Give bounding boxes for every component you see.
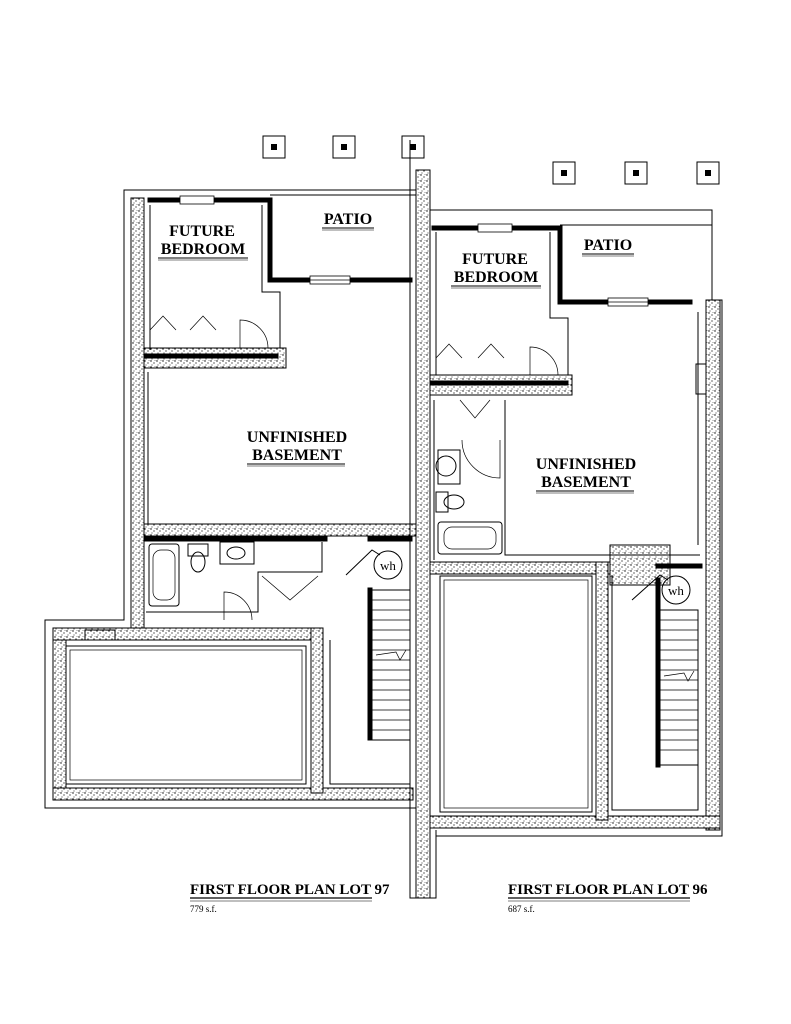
window — [179, 195, 215, 205]
basement-label-line1: UNFINISHED — [247, 429, 347, 446]
basement-label-line2: BASEMENT — [252, 447, 342, 464]
toilet-tank — [187, 543, 209, 557]
plan-titles: FIRST FLOOR PLAN LOT 97 779 s.f. FIRST F… — [190, 882, 708, 914]
water-heater-label: wh — [668, 583, 684, 598]
toilet-tank — [435, 491, 449, 513]
foundation-wall — [429, 561, 611, 575]
bathtub — [148, 543, 180, 607]
sink — [435, 455, 457, 477]
bedroom-label-line2: BEDROOM — [161, 241, 245, 258]
lot-97-area: 779 s.f. — [190, 904, 217, 914]
post-marker — [262, 135, 286, 159]
bedroom-label-line2: BEDROOM — [454, 269, 538, 286]
water-heater-label: wh — [380, 558, 396, 573]
post-marker — [552, 161, 576, 185]
foundation-wall — [705, 299, 721, 831]
foundation-wall — [52, 627, 67, 801]
water-heater — [661, 575, 691, 605]
lot-96-plan: PATIO FUTURE BEDROOM UNFINISHED BASEMENT… — [429, 209, 723, 837]
patio-label: PATIO — [584, 237, 632, 254]
window-well — [84, 629, 116, 641]
basement-label-line1: UNFINISHED — [536, 456, 636, 473]
post-marker — [696, 161, 720, 185]
lot-96-area: 687 s.f. — [508, 904, 535, 914]
post-marker — [624, 161, 648, 185]
column-posts — [262, 135, 720, 185]
foundation-wall — [130, 197, 145, 629]
toilet-bowl — [190, 551, 206, 573]
sink — [226, 546, 246, 560]
stairs — [371, 589, 411, 741]
vanity — [219, 541, 255, 565]
foundation-wall — [52, 787, 414, 801]
window — [477, 223, 513, 233]
lower-room-outline — [65, 645, 307, 785]
post-marker — [332, 135, 356, 159]
lot-96-title: FIRST FLOOR PLAN LOT 96 — [508, 882, 708, 898]
foundation-wall — [310, 627, 324, 794]
foundation-wall — [595, 561, 609, 821]
patio-outline — [270, 194, 417, 282]
lot-97-plan: PATIO FUTURE BEDROOM UNFINISHED BASEMENT… — [44, 189, 417, 809]
bathtub — [437, 521, 503, 555]
bedroom-label-line1: FUTURE — [462, 251, 528, 268]
post-marker — [401, 135, 425, 159]
basement-label-line2: BASEMENT — [541, 474, 631, 491]
lot-97-title: FIRST FLOOR PLAN LOT 97 — [190, 882, 390, 898]
window-well — [695, 363, 707, 395]
foundation-wall — [143, 523, 417, 537]
bedroom-label-line1: FUTURE — [169, 223, 235, 240]
party-wall — [415, 169, 431, 899]
water-heater — [373, 550, 403, 580]
lower-room-outline — [439, 575, 593, 813]
foundation-wall — [429, 815, 721, 829]
patio-label: PATIO — [324, 211, 372, 228]
stairs — [659, 609, 699, 766]
toilet-bowl — [443, 494, 465, 510]
